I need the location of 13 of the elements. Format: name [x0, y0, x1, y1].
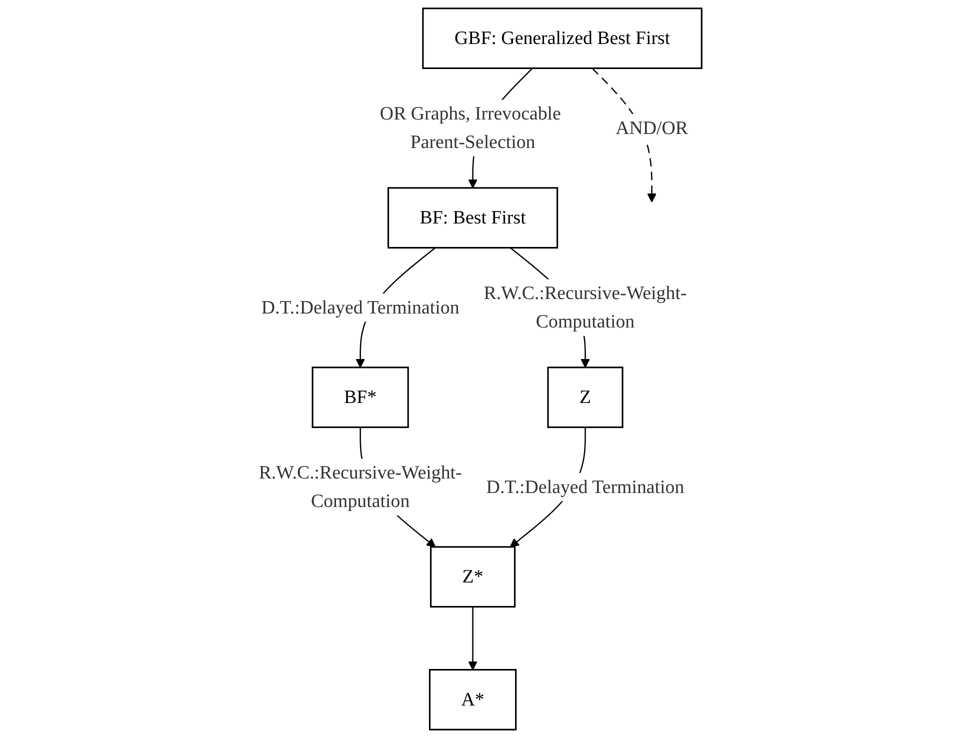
node-box: A*: [428, 668, 517, 730]
node-box: Z: [547, 366, 624, 428]
edge-label: OR Graphs, Irrevocable Parent-Selection: [380, 102, 561, 152]
node-box: BF: Best First: [387, 187, 558, 249]
arrow: [468, 606, 478, 670]
edge-label: D.T.:Delayed Termination: [261, 296, 460, 318]
edge-label: D.T.:Delayed Termination: [486, 476, 684, 498]
node-box: Z*: [430, 546, 516, 608]
edge-label: AND/OR: [616, 117, 688, 138]
edge-label: R.W.C.:Recursive-Weight-Computation: [258, 462, 462, 512]
node-box: BF*: [312, 366, 409, 428]
edge-label: R.W.C.:Recursive-Weight-Computation: [484, 282, 687, 332]
node-box: GBF: Generalized Best First: [422, 8, 702, 70]
